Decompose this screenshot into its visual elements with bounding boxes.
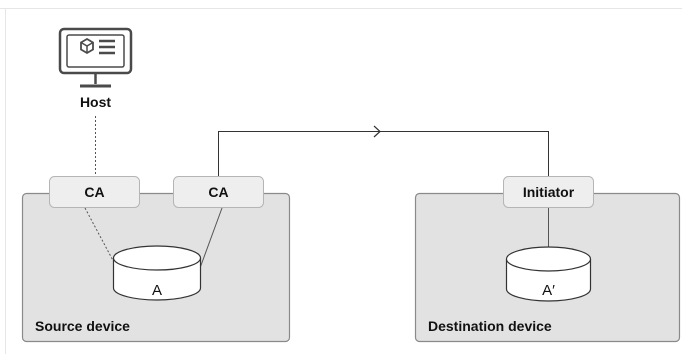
source-volume-label: A [152,282,162,299]
source-port-ca-2-label: CA [208,184,228,200]
source-port-ca-1-label: CA [84,184,104,200]
source-port-ca-2 [173,176,264,208]
host-label: Host [80,94,111,110]
arrow-right-icon [373,125,381,138]
source-volume-cylinder-icon [112,245,202,301]
destination-volume-label: A′ [542,282,555,299]
replication-link-line [218,131,549,176]
destination-volume-cylinder-icon [505,246,592,302]
ca-to-volume-line [199,207,223,269]
source-port-ca-1 [49,176,140,208]
destination-port-initiator [503,176,594,208]
ca-to-volume-dotted-line [84,207,118,269]
source-device-label: Source device [35,318,130,334]
destination-device-label: Destination device [428,318,552,334]
destination-port-initiator-label: Initiator [523,184,575,200]
monitor-cube-icon [58,27,133,88]
